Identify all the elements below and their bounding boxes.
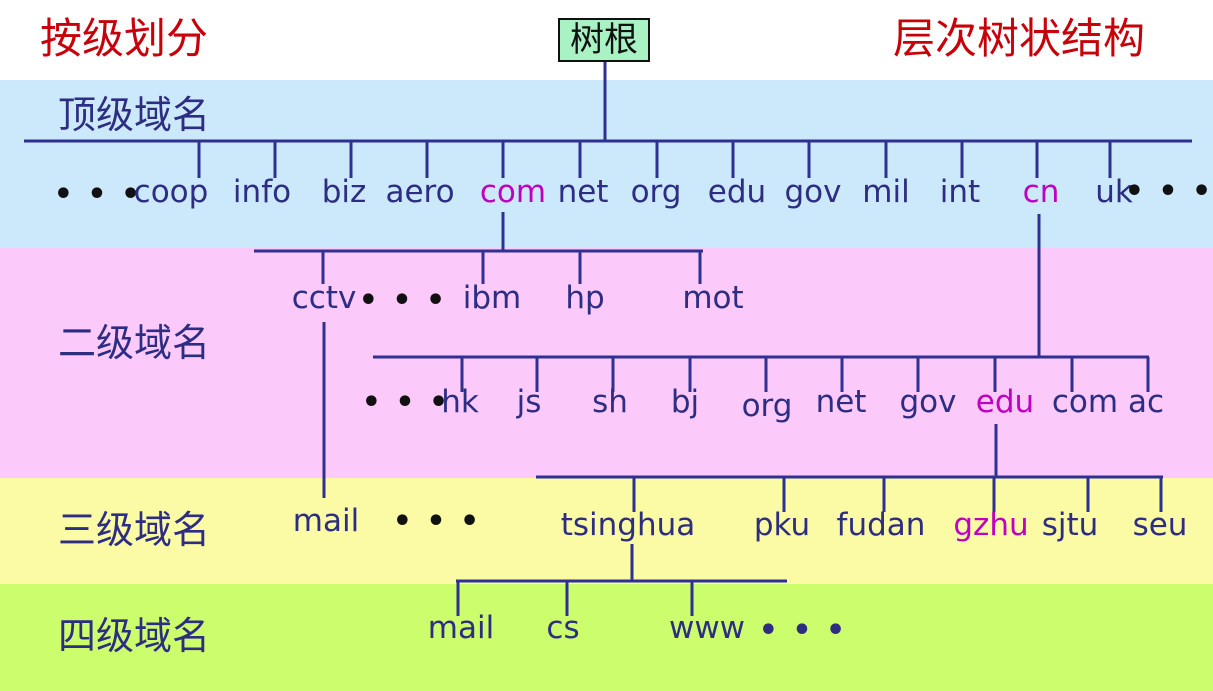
cn-com: com: [1051, 384, 1119, 420]
top-ellipsis-left: • • •: [53, 177, 143, 212]
right-title: 层次树状结构: [893, 14, 1146, 63]
tld-com: com: [479, 174, 547, 210]
edu-fudan: fudan: [836, 507, 926, 543]
tld-coop: coop: [133, 174, 209, 210]
cn-bj: bj: [670, 384, 700, 420]
tld-mil: mil: [862, 174, 910, 210]
second-level-band: [0, 248, 1213, 478]
edu-seu: seu: [1132, 507, 1188, 543]
level-label-second: 二级域名: [58, 321, 211, 365]
cn-org: org: [741, 388, 793, 424]
edu-gzhu: gzhu: [953, 507, 1029, 543]
fourth-ellipsis: • • •: [758, 613, 848, 648]
top-ellipsis-right: • • •: [1124, 174, 1213, 209]
third-ellipsis: • • •: [392, 504, 482, 539]
level-label-top: 顶级域名: [58, 93, 211, 137]
com-ellipsis: • • •: [358, 283, 448, 318]
tld-org: org: [630, 174, 682, 210]
cctv-mail: mail: [292, 503, 360, 539]
cn-edu: edu: [975, 384, 1035, 420]
com-hp: hp: [565, 280, 605, 316]
cn-js: js: [516, 384, 542, 420]
cn-net: net: [815, 384, 867, 420]
level-label-fourth: 四级域名: [58, 614, 211, 658]
cn-gov: gov: [899, 384, 957, 420]
tld-int: int: [939, 174, 981, 210]
tld-info: info: [232, 174, 292, 210]
tld-aero: aero: [385, 174, 455, 210]
tld-net: net: [557, 174, 609, 210]
third-level-band: [0, 478, 1213, 584]
cn-ellipsis: • • •: [361, 385, 451, 420]
com-ibm: ibm: [462, 280, 522, 316]
com-mot: mot: [682, 280, 744, 316]
edu-sjtu: sjtu: [1041, 507, 1099, 543]
tsinghua-cs: cs: [546, 610, 580, 646]
edu-tsinghua: tsinghua: [560, 507, 696, 543]
root-node: 树根: [558, 18, 650, 62]
left-title: 按级划分: [40, 14, 209, 63]
fourth-level-band: [0, 584, 1213, 691]
cn-sh: sh: [592, 384, 628, 420]
tld-edu: edu: [707, 174, 767, 210]
tld-biz: biz: [321, 174, 367, 210]
com-cctv: cctv: [291, 280, 357, 316]
tld-gov: gov: [784, 174, 842, 210]
level-label-third: 三级域名: [58, 508, 211, 552]
edu-pku: pku: [753, 507, 811, 543]
cn-hk: hk: [441, 384, 479, 420]
tsinghua-mail: mail: [427, 610, 495, 646]
tsinghua-www: www: [668, 610, 746, 646]
tld-cn: cn: [1022, 174, 1060, 210]
cn-ac: ac: [1127, 384, 1165, 420]
tld-uk: uk: [1095, 174, 1133, 210]
